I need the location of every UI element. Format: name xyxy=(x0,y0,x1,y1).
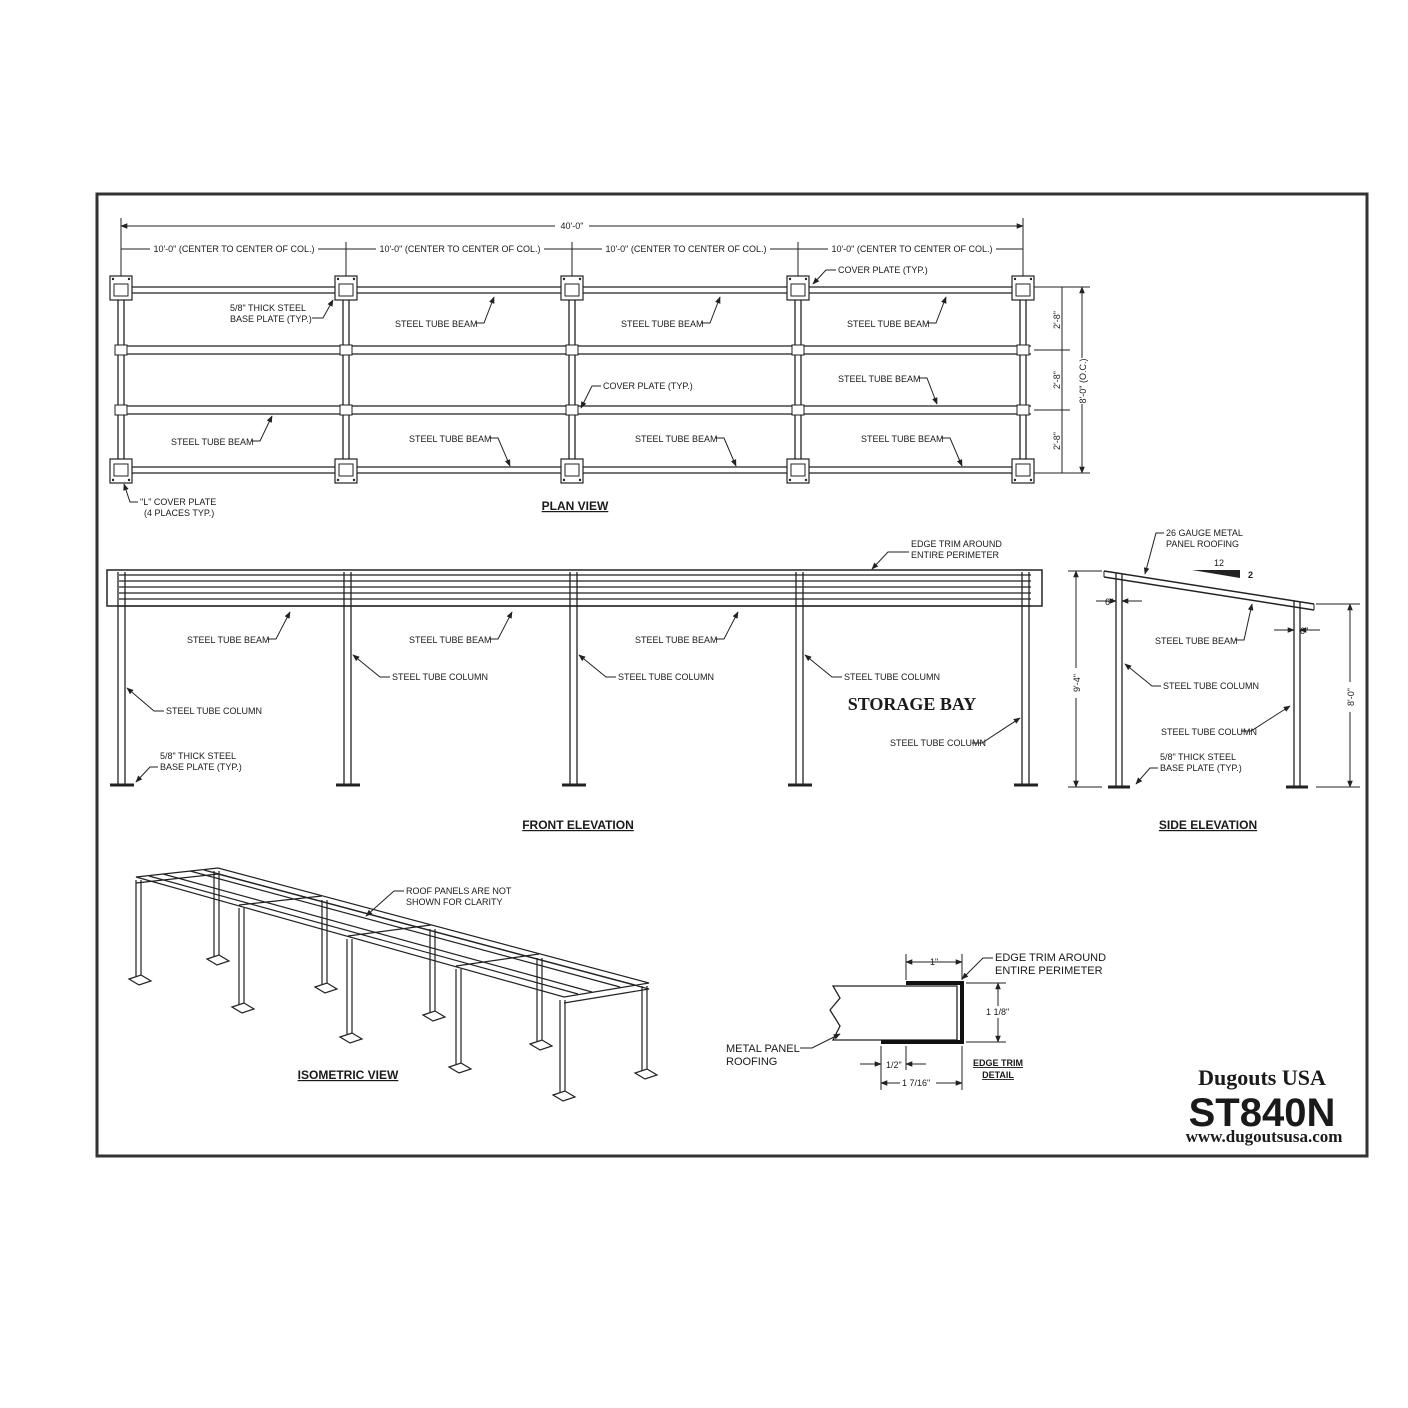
roofing-label-l2: PANEL ROOFING xyxy=(1166,539,1239,549)
storage-bay-label: STORAGE BAY xyxy=(848,694,977,714)
slope-run: 12 xyxy=(1214,558,1224,568)
detail-dim-height: 1 1/8" xyxy=(986,1007,1009,1017)
plan-view-title: PLAN VIEW xyxy=(542,499,609,513)
sheet-border xyxy=(95,192,1369,1158)
beam-label-p4: STEEL TUBE BEAM xyxy=(838,374,921,384)
detail-title-l2: DETAIL xyxy=(982,1070,1014,1080)
detail-dim-bottom: 1/2" xyxy=(886,1060,902,1070)
side-column-label-1: STEEL TUBE COLUMN xyxy=(1163,681,1259,691)
front-column-label-4: STEEL TUBE COLUMN xyxy=(166,706,262,716)
front-column-label-5: STEEL TUBE COLUMN xyxy=(890,738,986,748)
front-edge-trim-l2: ENTIRE PERIMETER xyxy=(911,550,1000,560)
side-base-plate-l1: 5/8" THICK STEEL xyxy=(1160,752,1236,762)
beam-label-p3: STEEL TUBE BEAM xyxy=(847,319,930,329)
l-cover-label-l2: (4 PLACES TYP.) xyxy=(144,508,214,518)
detail-edge-trim-l1: EDGE TRIM AROUND xyxy=(995,952,1106,964)
front-edge-trim-l1: EDGE TRIM AROUND xyxy=(911,539,1002,549)
side-elevation-title: SIDE ELEVATION xyxy=(1159,818,1257,832)
detail-roofing-l2: ROOFING xyxy=(726,1056,777,1068)
side-height-high: 9'-4" xyxy=(1072,674,1082,692)
iso-note-l2: SHOWN FOR CLARITY xyxy=(406,897,503,907)
front-elevation-title: FRONT ELEVATION xyxy=(522,818,634,832)
detail-roofing-l1: METAL PANEL xyxy=(726,1043,800,1055)
model-number: ST840N xyxy=(1189,1091,1336,1135)
website-url: www.dugoutsusa.com xyxy=(1186,1127,1343,1146)
isometric-view-title: ISOMETRIC VIEW xyxy=(298,1068,399,1082)
beam-label-p7: STEEL TUBE BEAM xyxy=(635,434,718,444)
cover-plate-label-top: COVER PLATE (TYP.) xyxy=(838,265,928,275)
cover-plate-label-mid: COVER PLATE (TYP.) xyxy=(603,381,693,391)
row-dim-3: 2'-8" xyxy=(1052,432,1062,450)
beam-label-p8: STEEL TUBE BEAM xyxy=(861,434,944,444)
slope-rise: 2 xyxy=(1248,570,1253,580)
isometric-view xyxy=(127,867,659,1102)
beam-label-p2: STEEL TUBE BEAM xyxy=(621,319,704,329)
beam-label-p1: STEEL TUBE BEAM xyxy=(395,319,478,329)
front-beam-label-2: STEEL TUBE BEAM xyxy=(409,635,492,645)
bay-dim-2: 10'-0" (CENTER TO CENTER OF COL.) xyxy=(379,244,540,254)
front-column-label-1: STEEL TUBE COLUMN xyxy=(392,672,488,682)
roofing-label-l1: 26 GAUGE METAL xyxy=(1166,528,1243,538)
iso-note-l1: ROOF PANELS ARE NOT xyxy=(406,886,512,896)
front-beam-label-1: STEEL TUBE BEAM xyxy=(187,635,270,645)
front-base-plate-l2: BASE PLATE (TYP.) xyxy=(160,762,242,772)
side-offset-right: 6" xyxy=(1300,626,1308,636)
front-base-plate-l1: 5/8" THICK STEEL xyxy=(160,751,236,761)
company-name: Dugouts USA xyxy=(1198,1065,1326,1090)
front-column-label-2: STEEL TUBE COLUMN xyxy=(618,672,714,682)
side-base-plate-l2: BASE PLATE (TYP.) xyxy=(1160,763,1242,773)
l-cover-label-l1: "L" COVER PLATE xyxy=(140,497,216,507)
front-column-label-3: STEEL TUBE COLUMN xyxy=(844,672,940,682)
bay-dim-3: 10'-0" (CENTER TO CENTER OF COL.) xyxy=(605,244,766,254)
row-dim-1: 2'-8" xyxy=(1052,311,1062,329)
beam-label-p5: STEEL TUBE BEAM xyxy=(171,437,254,447)
front-elevation: EDGE TRIM AROUND ENTIRE PERIMETER STEEL … xyxy=(106,539,1043,832)
base-plate-label-l2: BASE PLATE (TYP.) xyxy=(230,314,312,324)
beam-label-p6: STEEL TUBE BEAM xyxy=(409,434,492,444)
oc-dim: 8'-0" (O.C.) xyxy=(1078,359,1088,404)
base-plate-label-l1: 5/8" THICK STEEL xyxy=(230,303,306,313)
detail-title-l1: EDGE TRIM xyxy=(973,1058,1023,1068)
bay-dim-1: 10'-0" (CENTER TO CENTER OF COL.) xyxy=(153,244,314,254)
detail-dim-total: 1 7/16" xyxy=(902,1078,930,1088)
bay-dim-4: 10'-0" (CENTER TO CENTER OF COL.) xyxy=(831,244,992,254)
side-beam-label: STEEL TUBE BEAM xyxy=(1155,636,1238,646)
edge-trim-detail: 1" 1 1/8" 1/2" 1 7/16" EDGE TRIM AROUND … xyxy=(726,952,1106,1090)
side-offset-left: 6" xyxy=(1105,597,1113,607)
plan-overall-dim: 40'-0" xyxy=(561,221,584,231)
detail-edge-trim-l2: ENTIRE PERIMETER xyxy=(995,965,1103,977)
detail-dim-top: 1" xyxy=(930,957,938,967)
side-elevation: 12 2 26 GAUGE METAL PANEL ROOFING 6" 6" … xyxy=(1068,528,1360,832)
title-block: Dugouts USA ST840N www.dugoutsusa.com xyxy=(1186,1065,1343,1146)
front-beam-label-3: STEEL TUBE BEAM xyxy=(635,635,718,645)
plan-view: 40'-0" 10'-0" (CENTER TO CENTER OF COL.)… xyxy=(109,218,1090,518)
side-column-label-2: STEEL TUBE COLUMN xyxy=(1161,727,1257,737)
row-dim-2: 2'-8" xyxy=(1052,371,1062,389)
side-height-low: 8'-0" xyxy=(1346,688,1356,706)
